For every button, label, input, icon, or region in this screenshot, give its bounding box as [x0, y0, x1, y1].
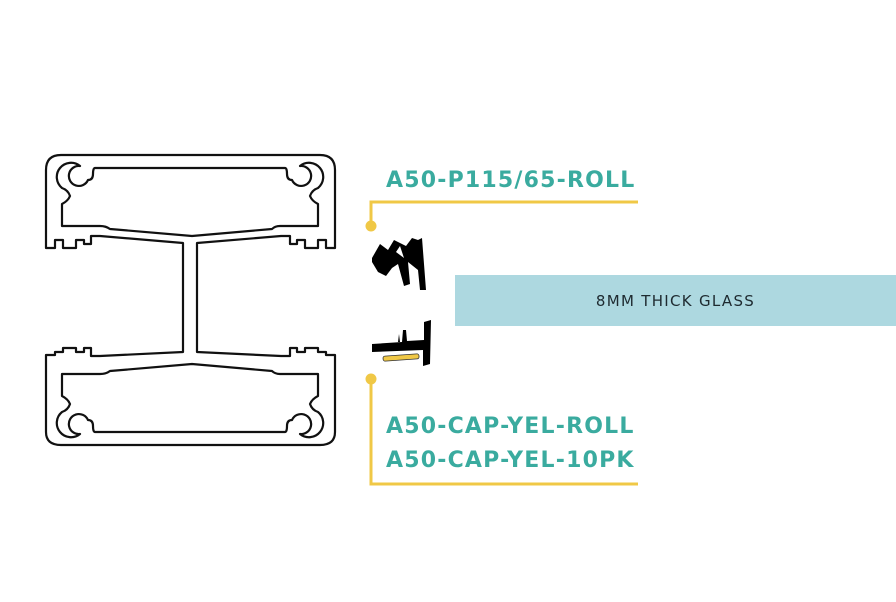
bottom-gasket: [372, 320, 431, 366]
aluminium-h-profile: [44, 153, 337, 447]
glass-panel: 8MM THICK GLASS: [455, 275, 896, 326]
glass-label: 8MM THICK GLASS: [595, 291, 756, 310]
profile-top-outer: [44, 153, 337, 447]
bottom-leader-line: [365, 373, 638, 486]
cap-10pk-part-number: A50-CAP-YEL-10PK: [386, 448, 635, 473]
profile-top-cavity: [55, 161, 325, 238]
top-gasket: [372, 238, 426, 290]
top-gasket-part-number: A50-P115/65-ROLL: [386, 168, 636, 193]
top-leader-line: [365, 200, 638, 232]
cap-roll-part-number: A50-CAP-YEL-ROLL: [386, 414, 635, 439]
profile-bottom-cavity: [55, 362, 325, 439]
yellow-cap-strip: [382, 353, 420, 362]
